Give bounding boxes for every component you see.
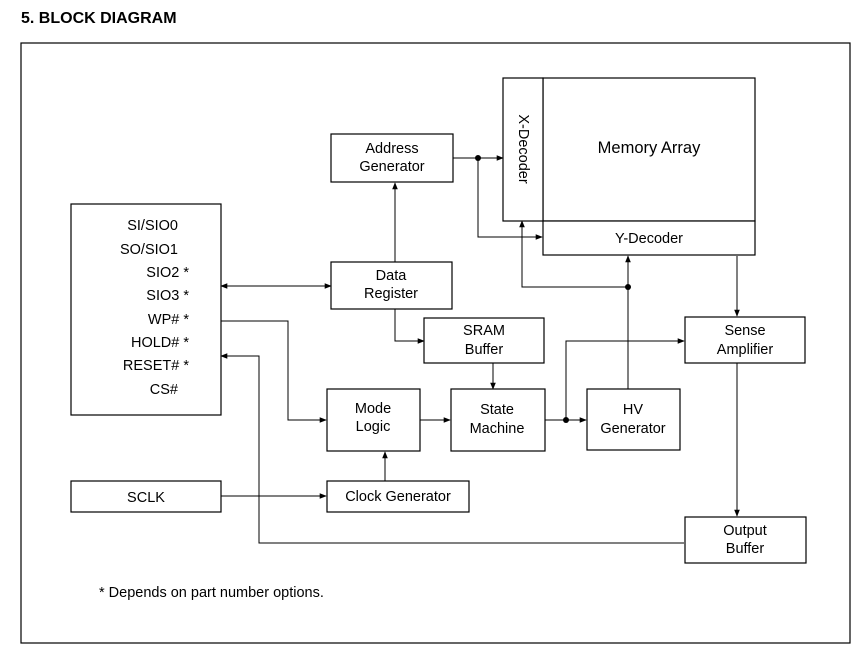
pin-label: CS# <box>150 382 178 398</box>
block-label: Amplifier <box>717 342 774 358</box>
state-machine-block: State Machine <box>450 388 546 452</box>
block-label: Buffer <box>465 342 504 358</box>
pin-label: HOLD# * <box>131 335 189 351</box>
pin-label: WP# * <box>148 312 189 328</box>
section-heading: 5. BLOCK DIAGRAM <box>21 10 177 27</box>
block-label: Data <box>376 268 408 284</box>
pin-block: SI/SIO0 SO/SIO1 SIO2 * SIO3 * WP# * HOLD… <box>70 203 222 416</box>
pin-label: RESET# * <box>123 358 189 374</box>
block-label: Logic <box>356 419 391 435</box>
output-buffer-block: Output Buffer <box>684 516 807 564</box>
address-generator-block: Address Generator <box>330 133 454 183</box>
block-label: SRAM <box>463 323 505 339</box>
junction-dot <box>475 155 481 161</box>
block-label: Y-Decoder <box>615 231 683 247</box>
pin-label: SO/SIO1 <box>120 242 178 258</box>
block-label: X-Decoder <box>515 114 531 183</box>
wire-addrgen-ydecoder <box>477 158 543 240</box>
block-label: Memory Array <box>598 139 701 157</box>
hv-generator-block: HV Generator <box>586 388 681 451</box>
memory-array-block: Memory Array <box>542 77 756 222</box>
mode-logic-block: Mode Logic <box>326 388 421 452</box>
block-label: Address <box>365 141 418 157</box>
block-label: Generator <box>600 421 665 437</box>
block-label: State <box>480 402 514 418</box>
x-decoder-block: X-Decoder <box>502 77 544 222</box>
pin-label: SIO2 * <box>146 265 189 281</box>
block-label: Buffer <box>726 541 765 557</box>
block-label: SCLK <box>127 490 165 506</box>
data-register-block: Data Register <box>330 261 453 310</box>
connections <box>220 155 740 544</box>
wire-datareg-sram <box>394 309 425 344</box>
wire-statemachine-sense <box>565 338 685 420</box>
block-label: Sense <box>724 323 765 339</box>
wire-wp-modelogic <box>221 320 327 423</box>
block-label: Mode <box>355 401 391 417</box>
pin-label: SIO3 * <box>146 288 189 304</box>
clock-generator-block: Clock Generator <box>326 480 470 513</box>
sclk-block: SCLK <box>70 480 222 513</box>
wire-hv-xdecoder <box>519 220 628 288</box>
block-label: Generator <box>359 159 424 175</box>
block-label: Output <box>723 523 767 539</box>
wire-output-pins <box>220 353 684 544</box>
diagram-frame <box>20 42 851 644</box>
block-label: Machine <box>470 421 525 437</box>
junction-dot <box>625 284 631 290</box>
y-decoder-block: Y-Decoder <box>542 220 756 256</box>
pin-label: SI/SIO0 <box>127 218 178 234</box>
sram-buffer-block: SRAM Buffer <box>423 317 545 364</box>
junction-dot <box>563 417 569 423</box>
block-label: Clock Generator <box>345 489 451 505</box>
footnote: * Depends on part number options. <box>99 585 324 601</box>
sense-amplifier-block: Sense Amplifier <box>684 316 806 364</box>
block-label: HV <box>623 402 643 418</box>
block-label: Register <box>364 286 418 302</box>
